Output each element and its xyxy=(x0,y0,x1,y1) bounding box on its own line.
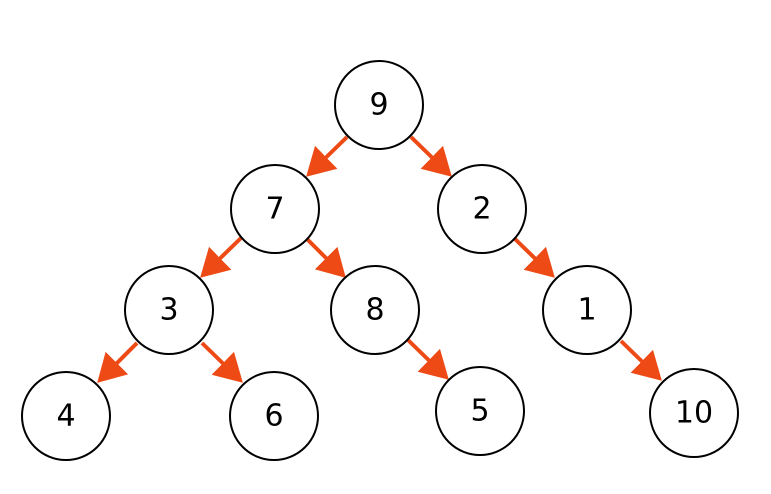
node-label: 3 xyxy=(159,293,178,328)
nodes: 9 7 2 3 8 1 4 6 xyxy=(21,60,739,461)
node-circle xyxy=(334,60,424,150)
node-label: 7 xyxy=(265,192,284,227)
node-label: 1 xyxy=(577,293,596,328)
tree-node: 8 xyxy=(330,265,420,355)
node-circle xyxy=(330,265,420,355)
edge-9-7 xyxy=(306,135,349,177)
node-circle xyxy=(542,265,632,355)
node-circle xyxy=(230,164,320,254)
edge-7-3 xyxy=(200,236,243,278)
tree-node: 9 xyxy=(334,60,424,150)
edge-9-2 xyxy=(409,135,452,177)
edge-2-1 xyxy=(512,236,555,278)
node-circle xyxy=(229,371,319,461)
tree-node: 7 xyxy=(230,164,320,254)
node-circle xyxy=(124,265,214,355)
node-label: 8 xyxy=(365,293,384,328)
node-label: 6 xyxy=(264,399,283,434)
edge-3-4 xyxy=(97,341,139,383)
node-label: 9 xyxy=(369,88,388,123)
node-circle xyxy=(649,368,739,458)
node-label: 2 xyxy=(472,192,491,227)
edges xyxy=(97,135,662,383)
node-label: 10 xyxy=(675,396,713,431)
edge-7-8 xyxy=(304,236,346,278)
tree-node: 5 xyxy=(435,366,525,456)
tree-node: 6 xyxy=(229,371,319,461)
node-circle xyxy=(435,366,525,456)
edge-1-10 xyxy=(619,339,662,381)
edge-3-6 xyxy=(200,341,243,383)
tree-node: 2 xyxy=(437,164,527,254)
node-circle xyxy=(21,371,111,461)
tree-node: 1 xyxy=(542,265,632,355)
node-label: 4 xyxy=(56,399,75,434)
tree-node: 4 xyxy=(21,371,111,461)
node-circle xyxy=(437,164,527,254)
tree-node: 10 xyxy=(649,368,739,458)
tree-node: 3 xyxy=(124,265,214,355)
node-label: 5 xyxy=(470,394,489,429)
edge-8-5 xyxy=(406,338,449,380)
